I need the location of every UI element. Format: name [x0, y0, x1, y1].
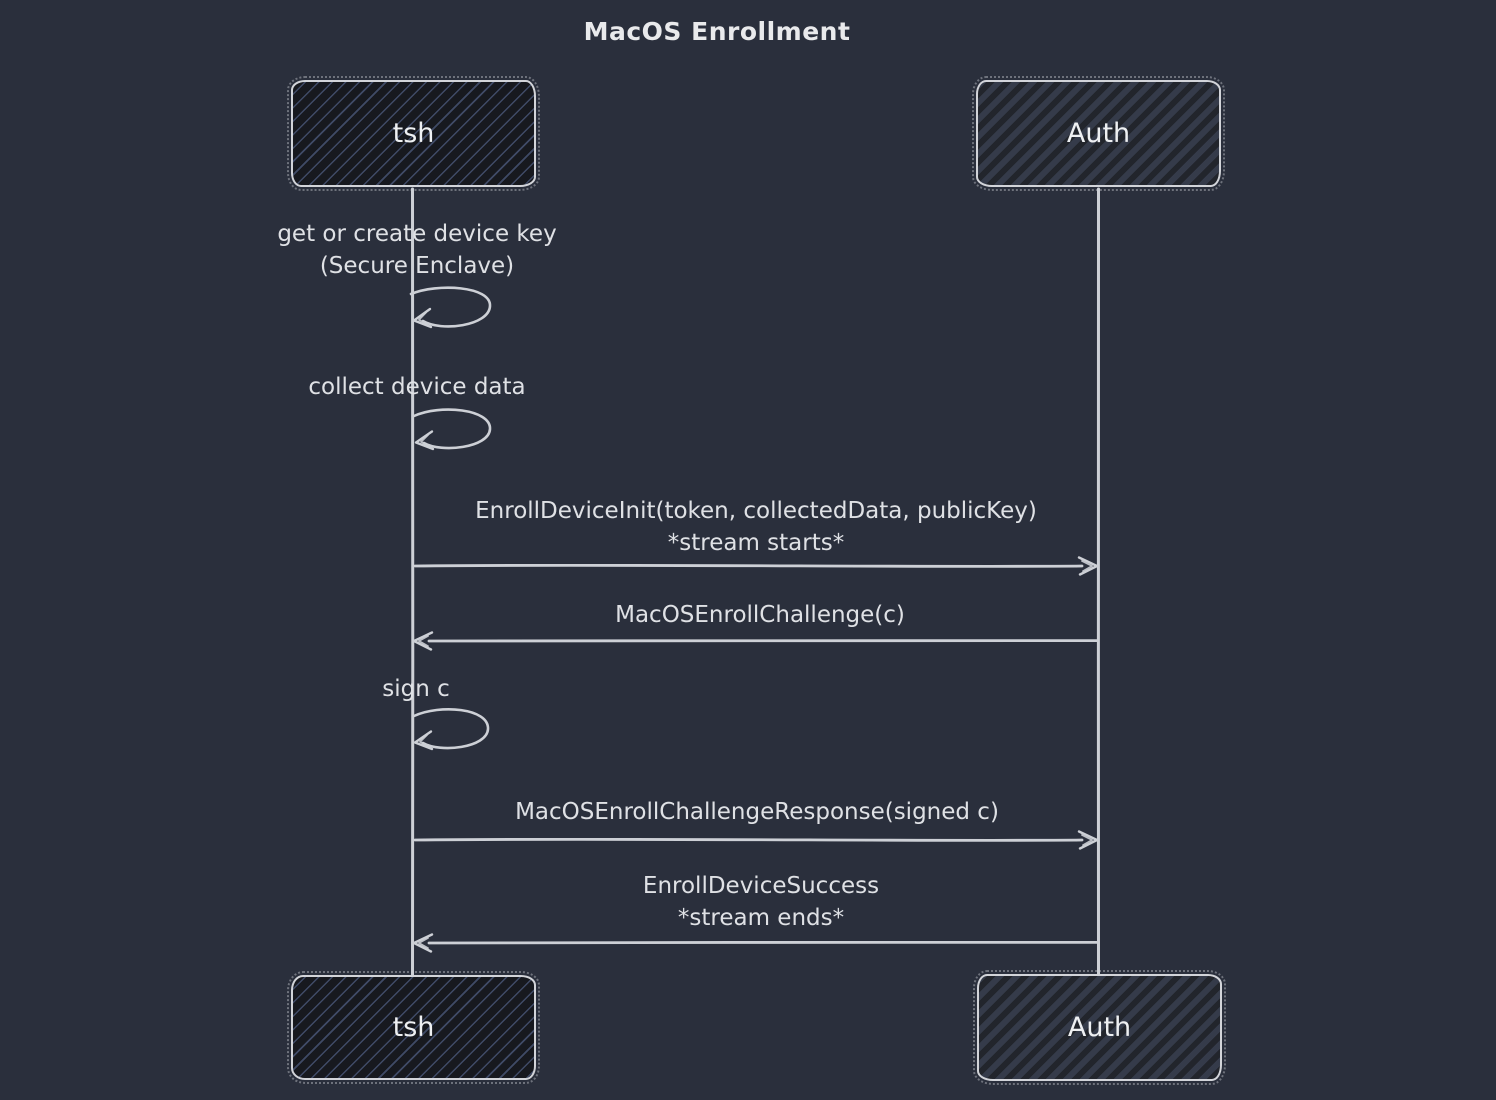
actor-box-auth-bottom: Auth	[973, 970, 1226, 1085]
arrow-macos-enroll-challenge	[412, 631, 1100, 651]
actor-label-auth: Auth	[1067, 1012, 1132, 1043]
self-loop-collect-data	[412, 408, 492, 451]
message-label-enroll-device-init: EnrollDeviceInit(token, collectedData, p…	[475, 498, 1037, 556]
self-loop-sign-c	[412, 708, 490, 751]
actor-box-auth-top: Auth	[972, 76, 1225, 191]
diagram-title: MacOS Enrollment	[583, 17, 851, 46]
arrow-enroll-device-init	[413, 556, 1099, 576]
actor-box-tsh-top: tsh	[287, 76, 540, 191]
self-message-label-sign-c: sign c	[382, 676, 450, 702]
message-label-challenge-response: MacOSEnrollChallengeResponse(signed c)	[515, 799, 999, 825]
actor-label-auth: Auth	[1066, 118, 1131, 149]
actor-label-tsh: tsh	[392, 118, 435, 149]
actor-box-tsh-bottom: tsh	[287, 971, 540, 1084]
lifeline-tsh	[410, 187, 415, 977]
message-label-macos-enroll-challenge: MacOSEnrollChallenge(c)	[615, 602, 905, 628]
actor-label-tsh: tsh	[392, 1012, 435, 1043]
arrow-challenge-response	[413, 830, 1099, 850]
self-message-label-collect-data: collect device data	[308, 374, 526, 400]
self-loop-device-key	[409, 286, 492, 329]
lifeline-auth	[1096, 187, 1101, 977]
message-label-enroll-device-success: EnrollDeviceSuccess *stream ends*	[642, 873, 880, 931]
self-message-label-device-key: get or create device key (Secure Enclave…	[277, 221, 557, 279]
arrow-enroll-device-success	[412, 933, 1100, 953]
